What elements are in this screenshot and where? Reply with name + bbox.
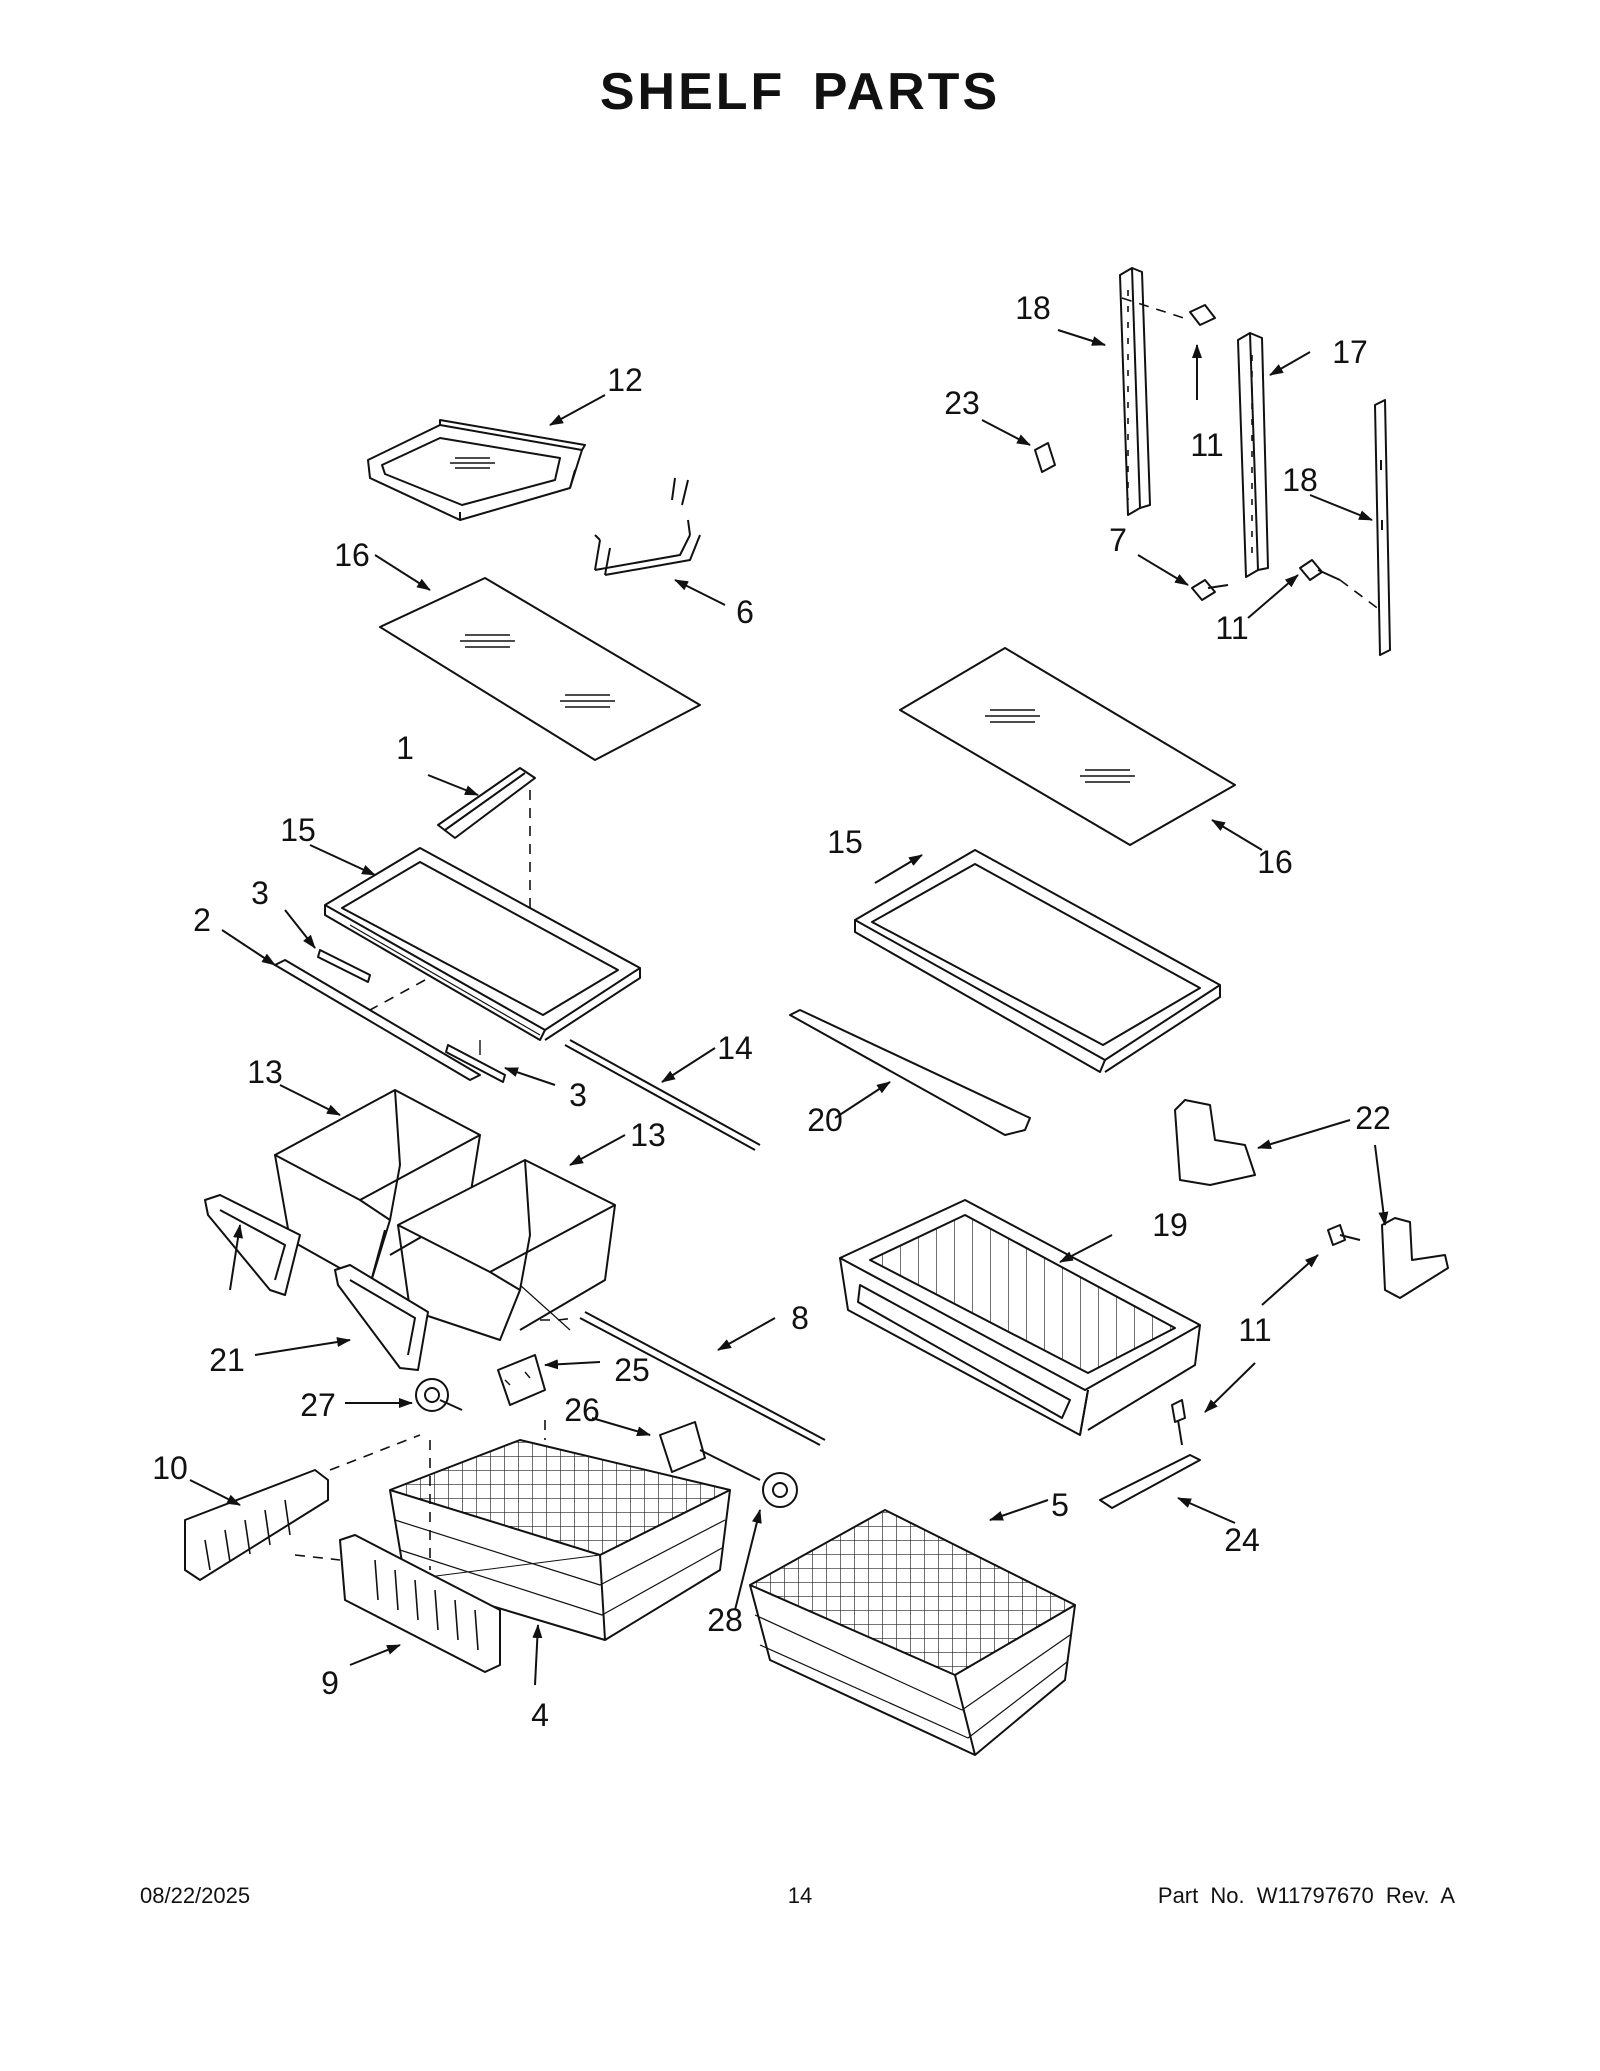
part-13-crisper-drawer-right <box>397 1159 616 1341</box>
part-14-rod <box>564 1039 761 1151</box>
part-24-bracket <box>1099 1454 1201 1509</box>
callout-15: 15 <box>280 812 316 848</box>
part-20-trim <box>789 1009 1031 1136</box>
footer-date: 08/22/2025 <box>140 1883 251 1908</box>
part-16-glass-shelf-right <box>899 647 1236 846</box>
callout-26: 26 <box>564 1392 600 1428</box>
part-23-clip <box>1034 442 1056 473</box>
part-13-crisper-drawer-left <box>274 1089 481 1286</box>
page-title: SHELF PARTS <box>599 63 1001 121</box>
callout-15: 15 <box>827 824 863 860</box>
part-11-screw-lower <box>1171 1399 1186 1446</box>
part-9-divider-insert <box>339 1534 501 1673</box>
part-2-trim <box>274 959 481 1081</box>
callout-14: 14 <box>717 1030 753 1066</box>
part-21-drawer-front-right <box>334 1264 429 1371</box>
callout-21: 21 <box>209 1342 245 1378</box>
callout-18: 18 <box>1282 462 1318 498</box>
part-21-drawer-front-left <box>204 1194 301 1296</box>
callout-9: 9 <box>321 1665 339 1701</box>
part-15-shelf-frame-left <box>324 847 641 1041</box>
part-18-rail-right <box>1374 399 1391 656</box>
callout-27: 27 <box>300 1387 336 1423</box>
callout-20: 20 <box>807 1102 843 1138</box>
part-11-screw-top <box>1189 304 1216 326</box>
part-16-glass-shelf-left <box>379 577 701 761</box>
part-11-screw-mid <box>1327 1224 1361 1246</box>
callout-22: 22 <box>1355 1100 1391 1136</box>
part-22-support-right <box>1381 1217 1449 1299</box>
part-10-divider <box>184 1434 421 1581</box>
part-28-gear <box>762 1472 798 1508</box>
part-12-slide-shelf <box>367 419 586 521</box>
callout-23: 23 <box>944 385 980 421</box>
part-6-bracket <box>594 477 701 576</box>
callout-4: 4 <box>531 1697 549 1733</box>
callout-16: 16 <box>1257 844 1293 880</box>
callout-leaders <box>189 329 1389 1686</box>
callout-16: 16 <box>334 537 370 573</box>
callout-5: 5 <box>1051 1487 1069 1523</box>
part-7-screw <box>1191 579 1229 601</box>
part-3-clip-lower <box>445 1040 506 1083</box>
part-5-wire-basket <box>749 1509 1076 1756</box>
part-15-shelf-frame-right <box>854 849 1221 1073</box>
callout-7: 7 <box>1109 522 1127 558</box>
callout-11: 11 <box>1215 610 1249 646</box>
callout-2: 2 <box>193 902 211 938</box>
part-18-rail-left <box>1119 267 1191 516</box>
part-22-support-left <box>1174 1099 1256 1186</box>
callout-19: 19 <box>1152 1207 1188 1243</box>
footer-part-number: Part No. W11797670 Rev. A <box>1157 1883 1455 1908</box>
part-3-clip-upper <box>317 949 371 983</box>
callout-6: 6 <box>736 594 754 630</box>
footer-page-number: 14 <box>787 1883 813 1908</box>
part-27-gear <box>415 1378 463 1412</box>
part-19-freezer-drawer <box>839 1199 1201 1436</box>
callout-28: 28 <box>707 1602 743 1638</box>
callout-17: 17 <box>1332 334 1368 370</box>
callout-10: 10 <box>152 1450 188 1486</box>
callout-24: 24 <box>1224 1522 1260 1558</box>
callout-12: 12 <box>607 362 643 398</box>
callout-25: 25 <box>614 1352 650 1388</box>
callout-3: 3 <box>251 875 269 911</box>
callout-11: 11 <box>1190 427 1224 463</box>
part-17-rail-middle <box>1237 332 1269 578</box>
callout-13: 13 <box>630 1117 666 1153</box>
callout-13: 13 <box>247 1054 283 1090</box>
part-1-clip <box>437 767 536 908</box>
callout-1: 1 <box>396 730 414 766</box>
callout-11: 11 <box>1238 1312 1272 1348</box>
part-4-wire-basket <box>389 1420 731 1641</box>
callout-18: 18 <box>1015 290 1051 326</box>
callout-3: 3 <box>569 1077 587 1113</box>
part-11-screw-right <box>1299 559 1381 611</box>
part-8-rod <box>540 1311 826 1446</box>
part-25-bracket <box>497 1354 546 1406</box>
callout-8: 8 <box>791 1300 809 1336</box>
part-26-bracket <box>659 1421 761 1481</box>
